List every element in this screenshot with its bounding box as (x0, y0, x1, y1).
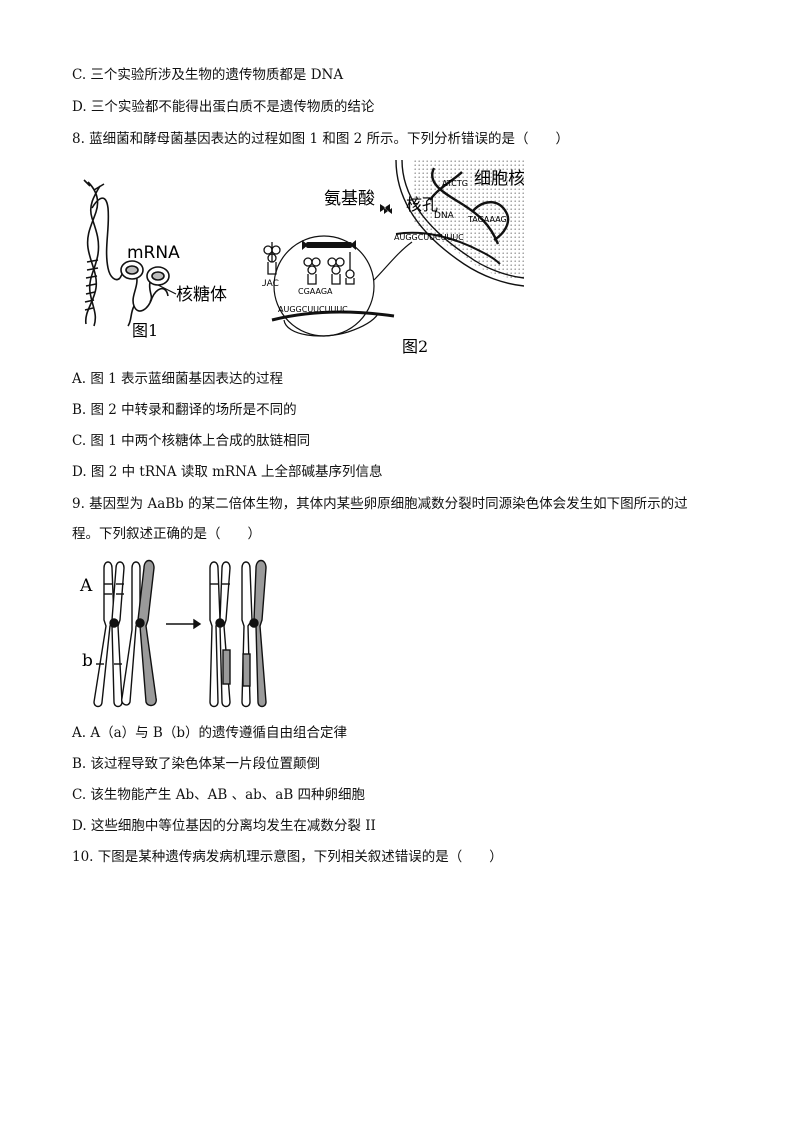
nucleus-label: 细胞核 (474, 169, 524, 189)
q8-option-a: A. 图 1 表示蓝细菌基因表达的过程 (72, 371, 284, 387)
q8-option-b: B. 图 2 中转录和翻译的场所是不同的 (72, 402, 297, 418)
q10-stem: 10. 下图是某种遗传病发病机理示意图，下列相关叙述错误的是（ ） (72, 849, 503, 865)
zoom-connector (373, 241, 413, 281)
mrna-strand-icon (395, 231, 501, 265)
q8-stem: 8. 蓝细菌和酵母菌基因表达的过程如图 1 和图 2 所示。下列分析错误的是（ … (72, 131, 570, 147)
figure-1-label: 图1 (132, 321, 158, 340)
q9-figure: A b (76, 554, 290, 710)
anticodon-label: UAC (262, 279, 279, 289)
amino-acid-icon (380, 204, 392, 214)
mrna-label: mRNA (127, 243, 180, 263)
amino-acid-label: 氨基酸 (324, 189, 375, 209)
q8-figure-1: mRNA 核糖体 图1 (70, 178, 250, 348)
nuclear-pore-label: 核孔 (406, 195, 438, 214)
q9-option-c: C. 该生物能产生 Ab、AB 、ab、aB 四种卵细胞 (72, 787, 366, 803)
ribosome-label: 核糖体 (176, 285, 227, 305)
peptide-chain-icon (302, 240, 356, 250)
chromosome-pair-before (93, 559, 157, 708)
q9-option-d: D. 这些细胞中等位基因的分离均发生在减数分裂 II (72, 818, 376, 834)
q7-option-c: C. 三个实验所涉及生物的遗传物质都是 DNA (72, 67, 344, 83)
dna-helix-icon (83, 179, 121, 327)
dna-sequence-top: ATCTG (442, 179, 468, 188)
ribosome-icon (283, 313, 379, 337)
q8-option-d: D. 图 2 中 tRNA 读取 mRNA 上全部碱基序列信息 (72, 464, 383, 480)
dna-sequence-bottom: TAGAAAG (467, 215, 507, 224)
anticodon-sequence: CGAAGA (298, 287, 333, 296)
arrow-right-icon (166, 618, 202, 630)
allele-b-label: b (82, 651, 93, 671)
figure-2-label: 图2 (402, 337, 428, 356)
q9-stem-line-1: 9. 基因型为 AaBb 的某二倍体生物，其体内某些卵原细胞减数分裂时同源染色体… (72, 496, 688, 512)
magnification-circle (273, 235, 375, 337)
q7-option-d: D. 三个实验都不能得出蛋白质不是遗传物质的结论 (72, 99, 375, 115)
ribosome-icon (120, 260, 170, 303)
q8-option-c: C. 图 1 中两个核糖体上合成的肽链相同 (72, 433, 311, 449)
q9-option-a: A. A（a）与 B（b）的遗传遵循自由组合定律 (72, 725, 347, 741)
q9-stem-line-2: 程。下列叙述正确的是（ ） (72, 526, 261, 542)
dna-label: DNA (434, 211, 455, 221)
trna-icon (263, 242, 281, 275)
mrna-sequence-right: AUGGCUUCUUUC (394, 233, 464, 242)
trna-icon (303, 252, 355, 285)
chromosome-pair-after (209, 559, 267, 708)
allele-a-label: A (79, 576, 93, 596)
dna-helix-icon (429, 167, 510, 245)
q8-figure-2: ATCTG TAGAAAG 细胞核 核孔 DNA AUGGCUUCUUUC 氨基… (262, 160, 524, 360)
mrna-sequence-bottom: AUGGCUUCUUUC (278, 305, 348, 314)
mrna-strand-icon (271, 310, 395, 322)
q9-option-b: B. 该过程导致了染色体某一片段位置颠倒 (72, 756, 321, 772)
